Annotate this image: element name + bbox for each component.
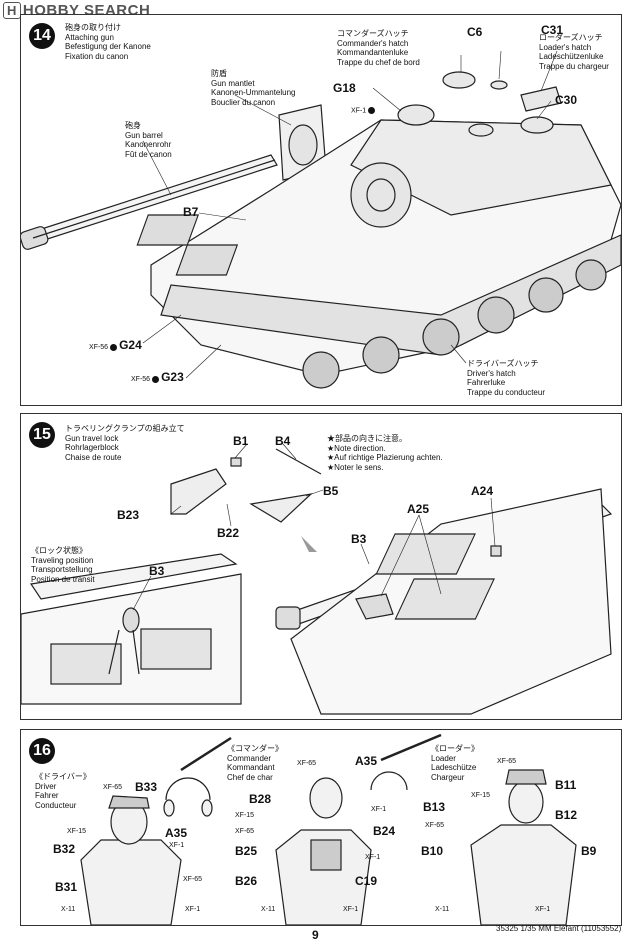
page-number: 9 [312, 928, 319, 942]
part-b1-label: B1 [233, 434, 249, 448]
step-number-badge: 14 [29, 23, 55, 49]
product-code: 35325 1/35 MM Elefant (11053552) [496, 924, 622, 933]
step-number-badge: 15 [29, 422, 55, 448]
paint-callout: XF-15 [235, 812, 255, 819]
crew-figures-illustration [80, 733, 577, 925]
paint-callout: XF-65 [235, 828, 255, 835]
paint-callout: XF-1 [169, 842, 185, 849]
paint-callout: XF-15 [471, 792, 491, 799]
step-number-badge: 16 [29, 738, 55, 764]
paint-callout: XF-1 [365, 854, 381, 861]
part-b12-label: B12 [555, 808, 578, 822]
paint-xf1-label: XF-1 [351, 107, 377, 115]
paint-callout: XF-1 [535, 906, 551, 913]
paint-callout: XF-1 [371, 806, 387, 813]
part-b3-label: B3 [149, 564, 165, 578]
part-c30-label: C30 [555, 93, 578, 107]
part-b26-label: B26 [235, 874, 258, 888]
part-b22-label: B22 [217, 526, 240, 540]
part-b9-label: B9 [581, 844, 597, 858]
part-c6-label: C6 [467, 25, 483, 39]
part-a35-label: A35 [165, 826, 188, 840]
paint-callout: XF-65 [497, 758, 517, 765]
paint-dot-icon [368, 107, 376, 114]
paint-callout: XF-1 [343, 906, 359, 913]
paint-callout: XF-65 [183, 876, 203, 883]
part-a24-label: A24 [471, 484, 494, 498]
part-a25-label: A25 [407, 502, 430, 516]
paint-callout: X-11 [435, 906, 450, 913]
part-b33-label: B33 [135, 780, 158, 794]
part-b24-label: B24 [373, 824, 396, 838]
part-g18-label: G18 [333, 81, 356, 95]
paint-dot-icon [152, 375, 160, 383]
part-b11-label: B11 [555, 778, 577, 792]
part-b23-label: B23 [117, 508, 140, 522]
part-b28-label: B28 [249, 792, 272, 806]
part-b7-label: B7 [183, 205, 199, 219]
part-c19-label: C19 [355, 874, 378, 888]
part-b3-label: B3 [351, 532, 367, 546]
direction-note: ★部品の向きに注意。★Note direction.★Auf richtige … [327, 434, 443, 472]
part-b5-label: B5 [323, 484, 339, 498]
tank-gun-illustration [21, 50, 621, 389]
part-b25-label: B25 [235, 844, 258, 858]
part-c31-label: C31 [541, 23, 564, 37]
part-b4-label: B4 [275, 434, 291, 448]
part-b10-label: B10 [421, 844, 444, 858]
paint-callout: XF-65 [103, 784, 123, 791]
paint-dot-icon [110, 343, 118, 351]
paint-callout: XF-65 [425, 822, 445, 829]
part-b31-label: B31 [55, 880, 78, 894]
part-b32-label: B32 [53, 842, 76, 856]
paint-callout: XF-65 [297, 760, 317, 767]
travel-lock-illustration [21, 443, 613, 715]
part-a35-label: A35 [355, 754, 378, 768]
paint-callout: X-11 [261, 906, 276, 913]
paint-callout: XF-1 [185, 906, 201, 913]
part-b13-label: B13 [423, 800, 446, 814]
paint-callout: XF-15 [67, 828, 87, 835]
paint-callout: X-11 [61, 906, 76, 913]
